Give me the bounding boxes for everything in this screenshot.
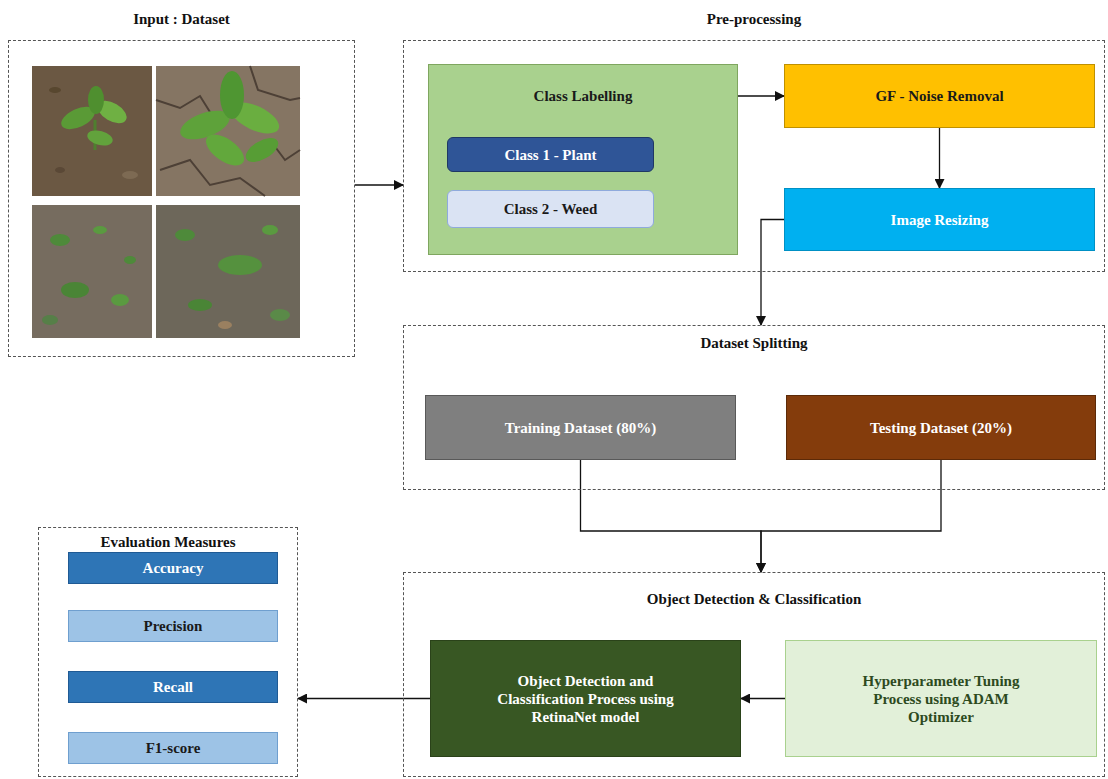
dataset-box: Training Dataset (80%) (425, 395, 736, 460)
soil (156, 66, 300, 196)
group-heading: Input : Dataset (9, 10, 354, 28)
soil (32, 205, 152, 338)
soil-speck (55, 167, 65, 173)
plant-leaf (88, 86, 104, 114)
group-heading: Dataset Splitting (404, 334, 1104, 352)
weed (42, 315, 58, 325)
weed (111, 294, 129, 306)
photo-3 (32, 205, 152, 338)
metric-bar: Precision (68, 610, 278, 642)
dataset-box: Testing Dataset (20%) (786, 395, 1096, 460)
soil-crack (250, 66, 300, 100)
class-box: Class 1 - Plant (447, 137, 654, 172)
box-label: GF - Noise Removal (875, 87, 1003, 105)
detection-group: Object Detection & ClassificationObject … (403, 572, 1105, 777)
flow-arrow (939, 128, 940, 188)
splitting-group: Dataset SplittingTraining Dataset (80%) T… (403, 325, 1105, 490)
soil-speck (49, 87, 61, 93)
flow-arrow (761, 220, 784, 326)
plant-leaf (201, 128, 250, 171)
box-label: Image Resizing (891, 211, 989, 229)
weed (93, 226, 107, 234)
box-label: Class 1 - Plant (504, 146, 596, 164)
plant-leaf (220, 71, 244, 119)
model-box: Object Detection and Classification Proc… (430, 640, 741, 757)
soil-speck (122, 171, 138, 179)
weed (175, 229, 195, 241)
metric-bar: Accuracy (68, 552, 278, 584)
photo-4 (156, 205, 300, 338)
metric-bar: Recall (68, 671, 278, 703)
weed (262, 225, 278, 235)
weed (270, 309, 290, 321)
soil (32, 66, 152, 196)
flow-arrow (761, 460, 941, 572)
box-label: Class 2 - Weed (504, 200, 597, 218)
evaluation-group: Evaluation MeasuresAccuracyPrecisionReca… (38, 527, 298, 777)
box-label: Accuracy (143, 559, 204, 577)
box-label: Precision (144, 617, 203, 635)
box-label: Hyperparameter Tuning Process using ADAM… (846, 672, 1036, 726)
flow-arrow (581, 460, 762, 572)
plant-leaf (242, 133, 282, 167)
box-label: Training Dataset (80%) (505, 419, 656, 437)
soil (156, 205, 300, 338)
group-heading: Evaluation Measures (39, 533, 297, 551)
tuning-box: Hyperparameter Tuning Process using ADAM… (785, 640, 1097, 757)
weed (50, 234, 70, 246)
box-label: Class Labelling (429, 87, 737, 105)
class-box: Class 2 - Weed (447, 190, 654, 228)
box-label: Object Detection and Classification Proc… (481, 672, 691, 726)
box-label: Recall (153, 678, 193, 696)
plant-leaf (86, 128, 115, 148)
group-heading: Object Detection & Classification (404, 590, 1104, 608)
photo-1 (32, 66, 152, 196)
metric-bar: F1-score (68, 732, 278, 764)
flow-arrow (298, 698, 430, 699)
group-heading: Pre-processing (404, 10, 1104, 28)
flow-arrow (741, 698, 785, 699)
process-box: Image Resizing (784, 188, 1095, 251)
labelling-panel: Class LabellingClass 1 - PlantClass 2 - … (428, 64, 738, 255)
photo-2 (156, 66, 300, 196)
weed (188, 299, 212, 311)
dry-leaf (218, 321, 232, 329)
input-group: Input : Dataset (8, 40, 355, 357)
weed (218, 255, 262, 275)
box-label: F1-score (146, 739, 201, 757)
weed (124, 256, 136, 264)
flow-arrow (738, 95, 784, 96)
box-label: Testing Dataset (20%) (870, 419, 1012, 437)
soil-crack (160, 160, 265, 196)
flow-arrow (355, 184, 403, 185)
preprocessing-group: Pre-processingClass LabellingClass 1 - P… (403, 40, 1105, 272)
weed (61, 282, 89, 298)
process-box: GF - Noise Removal (784, 64, 1095, 128)
